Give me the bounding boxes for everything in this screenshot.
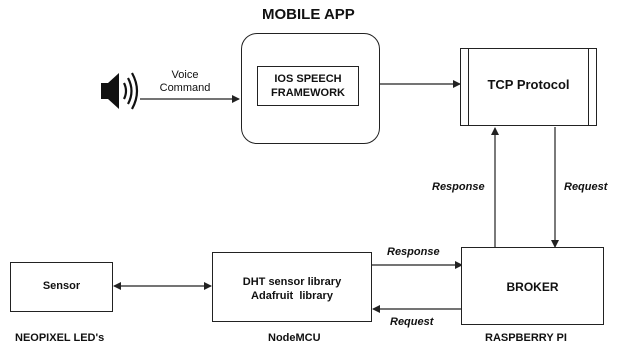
tcp-protocol-box: TCP Protocol: [460, 48, 597, 126]
sensor-box: Sensor: [10, 262, 113, 312]
nodemcu-line1: DHT sensor library: [242, 276, 342, 288]
speaker-icon: [101, 72, 139, 110]
broker-to-tcp-label: Response: [432, 181, 485, 193]
broker-to-node-label: Request: [390, 316, 434, 328]
node-to-broker-label: Response: [387, 246, 440, 258]
mobile-app-title: MOBILE APP: [262, 6, 355, 23]
voice-command-line2: Command: [159, 82, 211, 94]
ios-speech-framework-box: IOS SPEECH FRAMEWORK: [257, 66, 359, 106]
neopixel-caption: NEOPIXEL LED's: [15, 332, 105, 344]
ios-speech-line1: IOS SPEECH: [274, 73, 342, 85]
nodemcu-line2: Adafruit library: [251, 290, 333, 302]
tcp-protocol-label: TCP Protocol: [487, 77, 570, 92]
ios-speech-line2: FRAMEWORK: [271, 87, 345, 99]
voice-command-label: Voice Command: [150, 69, 220, 95]
broker-label: BROKER: [506, 280, 559, 294]
tcp-to-broker-label: Request: [564, 181, 608, 193]
sensor-label: Sensor: [42, 280, 81, 292]
broker-box: BROKER: [461, 247, 604, 325]
raspberry-pi-caption: RASPBERRY PI: [485, 332, 567, 344]
nodemcu-box: DHT sensor library Adafruit library: [212, 252, 372, 322]
voice-command-line1: Voice: [171, 69, 199, 81]
nodemcu-caption: NodeMCU: [268, 332, 321, 344]
